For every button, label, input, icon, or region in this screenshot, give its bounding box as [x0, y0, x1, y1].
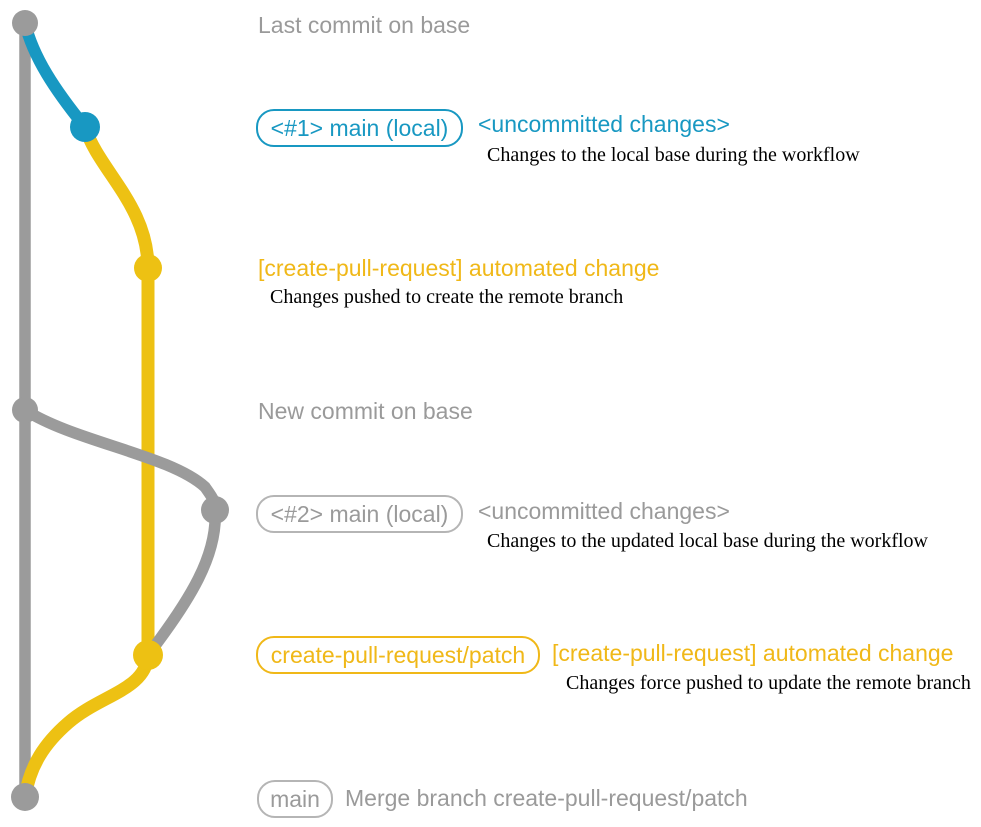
branch-badge-main-local-1: <#1> main (local) [256, 109, 463, 147]
commit-dot-patch-2 [133, 640, 163, 670]
commit-dot-local-main-1 [70, 112, 100, 142]
patch-branch-line [78, 120, 155, 662]
commit-dot-local-main-2 [201, 496, 229, 524]
rebase-in-line [142, 504, 221, 661]
label-automated-change-2: [create-pull-request] automated change [552, 640, 954, 666]
commit-dot-merge [11, 783, 39, 811]
desc-push-create-remote: Changes pushed to create the remote bran… [270, 286, 624, 308]
commit-graph [11, 10, 229, 811]
branch-badge-main: main [257, 780, 333, 818]
desc-local-base-changes: Changes to the local base during the wor… [487, 144, 860, 166]
label-automated-change-1: [create-pull-request] automated change [258, 255, 660, 281]
label-uncommitted-changes-1: <uncommitted changes> [478, 111, 730, 137]
branch-badge-main-local-2: <#2> main (local) [256, 495, 463, 533]
label-last-commit-on-base: Last commit on base [258, 12, 471, 38]
rebase-out-line [19, 404, 221, 516]
label-uncommitted-changes-2: <uncommitted changes> [478, 498, 730, 524]
label-new-commit-on-base: New commit on base [258, 398, 473, 424]
desc-updated-local-base-changes: Changes to the updated local base during… [487, 530, 928, 552]
label-merge-branch: Merge branch create-pull-request/patch [345, 785, 748, 811]
patch-merge-line [18, 648, 155, 804]
commit-dot-base-last [12, 10, 38, 36]
local-main-branch-line [19, 17, 91, 133]
desc-force-push-remote: Changes force pushed to update the remot… [566, 672, 971, 694]
commit-dot-base-new [12, 397, 38, 423]
commit-dot-patch-1 [134, 254, 162, 282]
branch-badge-patch: create-pull-request/patch [256, 636, 540, 674]
